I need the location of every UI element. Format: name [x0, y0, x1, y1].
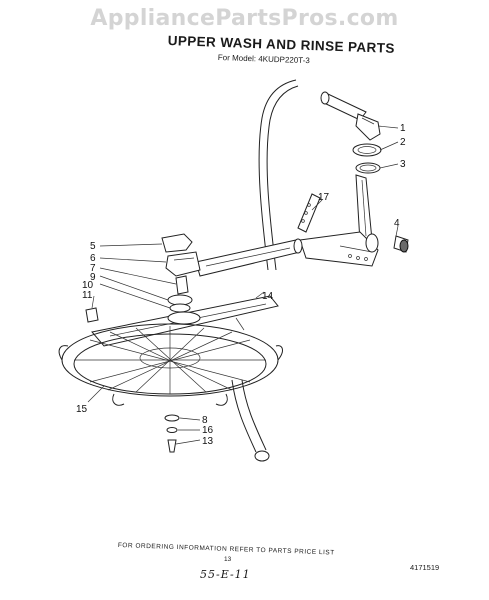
- drain-tube: [231, 379, 257, 453]
- spray-arm: [91, 295, 279, 347]
- callout-2: 2: [400, 137, 406, 148]
- handwritten-note: 55-E-11: [200, 568, 251, 581]
- supply-tube-outline: [258, 79, 297, 271]
- wash-wheel: [58, 323, 283, 406]
- callout-15: 15: [76, 404, 88, 415]
- callout-7: 7: [90, 263, 96, 274]
- callout-8: 8: [202, 415, 208, 426]
- leader-lines: [87, 125, 399, 445]
- callout-1: 1: [400, 123, 406, 134]
- manifold-assembly: [297, 193, 379, 267]
- callout-3: 3: [400, 159, 406, 170]
- feed-tube: [195, 239, 301, 277]
- callout-17: 17: [318, 192, 330, 203]
- part-2-ring: [352, 143, 382, 157]
- hub-parts: [161, 233, 201, 313]
- supply-tube-outline-inner: [266, 85, 299, 271]
- part-8-washer: [164, 414, 180, 422]
- part-16-washer: [166, 427, 178, 433]
- callout-13: 13: [202, 436, 214, 447]
- page-number: 13: [224, 556, 232, 563]
- callout-4: 4: [394, 218, 400, 229]
- callout-5: 5: [90, 241, 96, 252]
- callout-6: 6: [90, 253, 96, 264]
- part-3-ring: [355, 162, 381, 174]
- callout-11: 11: [82, 290, 93, 301]
- part-11-nut: [85, 307, 99, 323]
- part-4-cap: [393, 235, 409, 253]
- callout-10: 10: [82, 280, 94, 291]
- callout-14: 14: [262, 291, 274, 302]
- callout-16: 16: [202, 425, 214, 436]
- callout-labels: 1 2 3 4 17 5 6 7 9 10 11 14 15 8 16 13: [76, 123, 406, 447]
- part-13-screw: [167, 439, 177, 453]
- upper-spray-tube: [320, 91, 381, 141]
- watermark: AppliancePartsPros.com: [90, 6, 399, 31]
- drawing-code: 4171519: [410, 563, 440, 572]
- callout-9: 9: [90, 272, 96, 283]
